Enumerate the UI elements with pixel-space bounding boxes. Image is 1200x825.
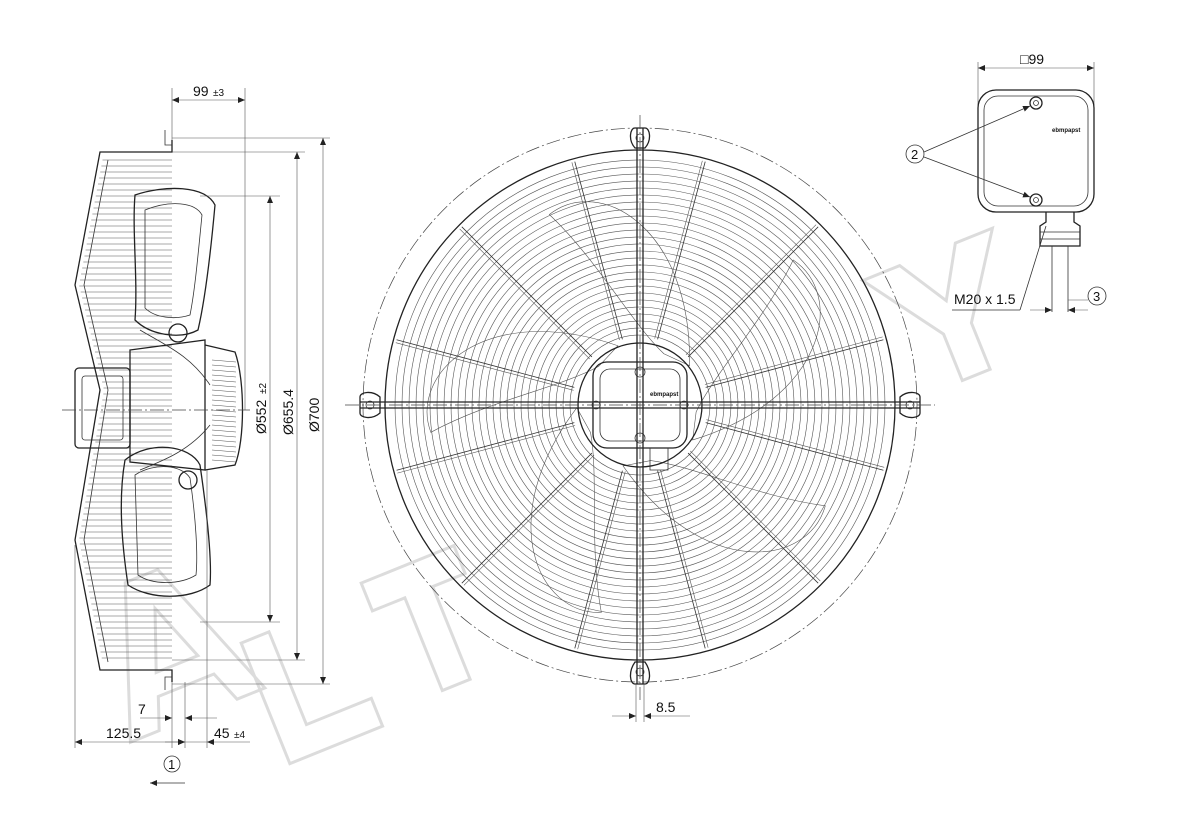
mount-tab-left [359,391,381,419]
front-view: ebmpapst 8.5 [345,115,935,722]
dia-mid: Ø655.4 [280,389,296,435]
callout-2-circle [905,144,925,164]
dim-overall: 125.5 [106,725,141,741]
box-screw-bottom [1029,193,1043,207]
mount-tab-bottom [629,661,651,685]
dim-depth-tol: ±3 [213,88,224,99]
dim-mount-tol: ±4 [234,730,245,741]
dia-outer: Ø700 [306,398,322,432]
dim-hole: 8.5 [656,699,676,715]
motor-rotor [204,344,244,471]
blade-lower [120,446,212,597]
box-screw-top [1029,96,1043,110]
box-brand: ebmpapst [1052,128,1080,134]
callout-3: 3 [1093,289,1100,304]
dim-depth: 99 [193,83,209,99]
guard-ribs [79,159,172,659]
terminal-box-view: □99 ebmpapst 2 M20 x 1.5 3 [905,51,1107,313]
blade-bolt-upper [168,323,188,343]
callout-1: 1 [168,757,175,772]
guard-frame-inner [83,159,109,663]
fan-blades [426,201,826,613]
blade-bolt-lower [178,470,198,490]
dia-inner: Ø552 [253,400,269,434]
front-brand: ebmpapst [650,392,678,398]
mount-tab-right [899,391,921,419]
mount-tab-top [629,127,651,149]
dia-inner-tol: ±2 [258,383,269,394]
cable-gland-front [649,448,669,471]
guard-spokes [395,160,885,650]
dim-small: 7 [138,701,146,717]
dim-box: □99 [1020,51,1044,67]
cable-gland-thread: M20 x 1.5 [954,291,1016,307]
callout-3-circle [1087,286,1107,306]
side-view: 99 ±3 Ø552 ±2 Ø655.4 Ø700 125.5 7 45 ±4 … [62,83,330,786]
callout-2: 2 [911,147,918,162]
watermark [123,225,995,766]
rotor-fins [211,359,237,463]
callout-1-circle [163,755,181,773]
dim-mount: 45 [214,725,230,741]
terminal-box [977,89,1095,213]
cable-gland [1039,212,1081,247]
blade-upper [133,187,216,336]
guard-frame [74,140,173,682]
